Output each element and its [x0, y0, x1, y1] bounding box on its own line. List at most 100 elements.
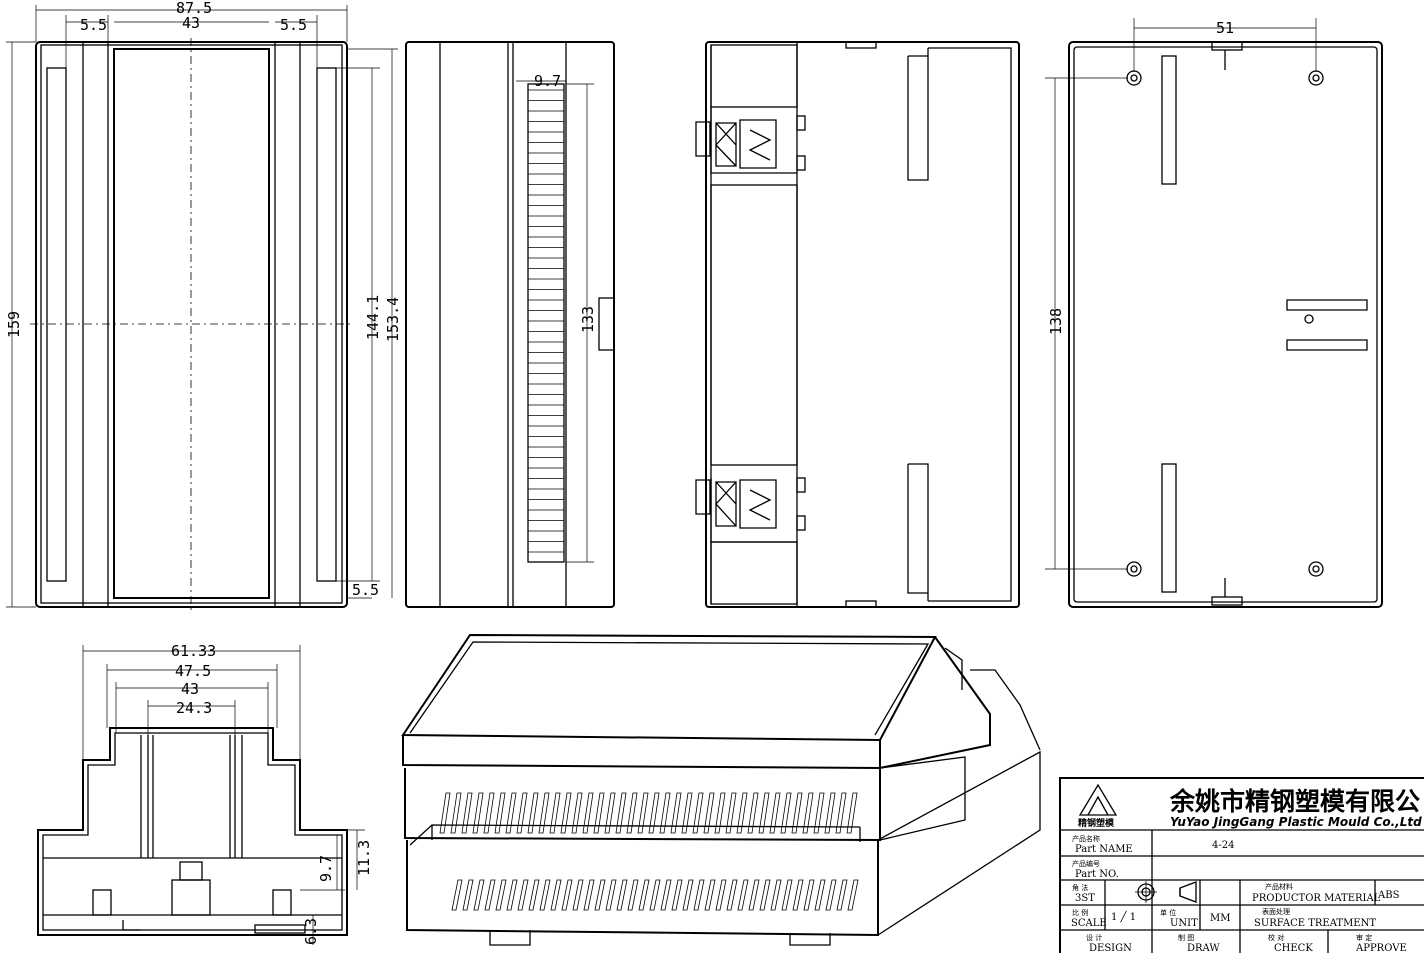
projection-symbol-icon — [1135, 881, 1197, 903]
iso-vent-slot — [781, 879, 793, 911]
material-cn: 产品材料 — [1265, 882, 1293, 891]
isometric-view — [401, 633, 1041, 946]
iso-vent-slot — [847, 879, 859, 911]
iso-vent-slot — [770, 879, 782, 911]
iso-vent-slot — [693, 879, 705, 911]
dim-outer-height: 153.4 — [384, 297, 402, 342]
iso-vent-slot — [516, 792, 528, 834]
iso-vent-slot — [451, 879, 463, 911]
dim-width-total: 87.5 — [176, 0, 212, 17]
dim-side-right: 5.5 — [280, 16, 307, 34]
dim-rail-spacing: 24.3 — [176, 699, 212, 717]
check-cn: 校 对 — [1268, 933, 1284, 942]
iso-vent-slot — [671, 879, 683, 911]
iso-vent-slot — [439, 792, 451, 834]
iso-vent-slot — [759, 879, 771, 911]
iso-vent-slot — [626, 792, 638, 834]
iso-vent-slot — [682, 879, 694, 911]
iso-vent-slot — [659, 792, 671, 834]
iso-vent-row-upper — [439, 792, 858, 834]
iso-vent-slot — [473, 879, 485, 911]
draw-cn: 制 图 — [1178, 933, 1194, 942]
iso-vent-slot — [704, 879, 716, 911]
iso-vent-slot — [461, 792, 473, 834]
draw-label: DRAW — [1187, 943, 1220, 953]
iso-vent-slot — [802, 792, 814, 834]
iso-vent-slot — [505, 792, 517, 834]
surface-label: SURFACE TREATMENT — [1254, 918, 1376, 929]
iso-vent-slot — [616, 879, 628, 911]
side-view — [405, 41, 615, 608]
design-cn: 设 计 — [1086, 933, 1102, 942]
iso-vent-slot — [604, 792, 616, 834]
iso-vent-slot — [605, 879, 617, 911]
iso-vent-slot — [637, 792, 649, 834]
iso-vent-slot — [560, 792, 572, 834]
iso-vent-slot — [517, 879, 529, 911]
iso-vent-slot — [714, 792, 726, 834]
iso-vent-slot — [660, 879, 672, 911]
scale-value: 1 ╱ 1 — [1111, 910, 1136, 923]
iso-vent-slot — [726, 879, 738, 911]
iso-vent-slot — [725, 792, 737, 834]
dim-inner-height: 144.1 — [364, 295, 382, 340]
company-name-en: YuYao JingGang Plastic Mould Co.,Ltd — [1170, 815, 1422, 829]
iso-vent-slot — [803, 879, 815, 911]
title-block: 精钢塑模 余姚市精钢塑模有限公 YuYao JingGang Plastic M… — [1059, 777, 1424, 953]
part-no-cn: 产品编号 — [1072, 859, 1100, 868]
iso-vent-slot — [506, 879, 518, 911]
dim-center-width: 43 — [182, 14, 200, 32]
iso-vent-slot — [549, 792, 561, 834]
iso-vent-slot — [736, 792, 748, 834]
back-view-dimensions: 51 138 — [1045, 18, 1317, 570]
iso-vent-slot — [747, 792, 759, 834]
iso-vent-slot — [494, 792, 506, 834]
iso-vent-slot — [484, 879, 496, 911]
back-view — [1068, 41, 1383, 608]
scale-label: SCALE — [1071, 918, 1107, 929]
iso-vent-slot — [572, 879, 584, 911]
iso-vent-slot — [649, 879, 661, 911]
dim-hole-spacing: 51 — [1216, 19, 1234, 37]
vent-slots — [528, 89, 564, 553]
iso-vent-slot — [593, 792, 605, 834]
iso-vent-slot — [814, 879, 826, 911]
method-value: 3ST — [1075, 893, 1095, 904]
part-name-label: Part NAME — [1075, 844, 1133, 855]
part-no-label: Part NO. — [1075, 869, 1119, 880]
iso-vent-slot — [594, 879, 606, 911]
dim-height-total: 159 — [5, 311, 23, 338]
dim-vent-length: 133 — [579, 306, 597, 333]
iso-vent-slot — [748, 879, 760, 911]
iso-vent-slot — [627, 879, 639, 911]
front-profile-view — [37, 727, 348, 936]
iso-vent-slot — [539, 879, 551, 911]
iso-vent-slot — [715, 879, 727, 911]
iso-vent-slot — [703, 792, 715, 834]
top-view — [30, 38, 352, 610]
company-logo: 精钢塑模 — [1078, 783, 1118, 829]
method-cn: 角 法 — [1072, 883, 1088, 892]
iso-vent-slot — [825, 879, 837, 911]
check-label: CHECK — [1274, 943, 1313, 953]
iso-vent-slot — [835, 792, 847, 834]
iso-vent-slot — [571, 792, 583, 834]
iso-vent-slot — [791, 792, 803, 834]
front-profile-dimensions: 61.33 47.5 43 24.3 9.7 11.3 6.3 — [82, 642, 373, 945]
iso-vent-slot — [692, 792, 704, 834]
iso-vent-slot — [836, 879, 848, 911]
scale-cn: 比 例 — [1072, 908, 1088, 917]
approve-cn: 审 定 — [1356, 933, 1372, 942]
dim-side-left: 5.5 — [80, 16, 107, 34]
iso-vent-slot — [462, 879, 474, 911]
iso-vent-slot — [780, 792, 792, 834]
iso-vent-slot — [561, 879, 573, 911]
part-name-cn: 产品名称 — [1072, 834, 1100, 843]
iso-vent-slot — [450, 792, 462, 834]
iso-vent-slot — [538, 792, 550, 834]
iso-vent-slot — [638, 879, 650, 911]
dim-foot-h: 6.3 — [302, 918, 320, 945]
dim-top-width: 43 — [181, 680, 199, 698]
iso-vent-slot — [582, 792, 594, 834]
